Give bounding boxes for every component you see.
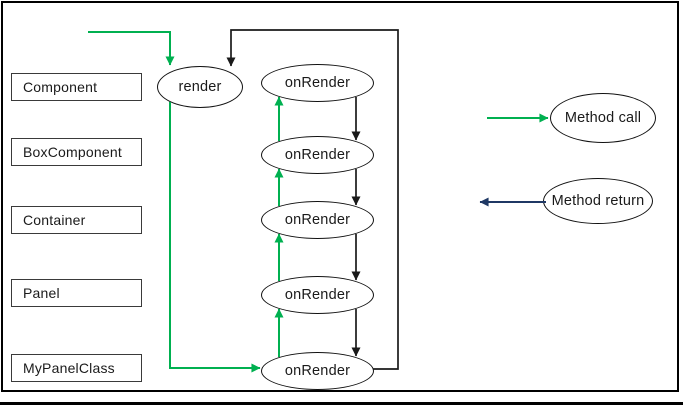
legend-label: Method call [564,110,642,126]
node-onrender-boxcomponent: onRender [261,136,374,174]
node-label: render [178,79,222,95]
class-box-label: Component [23,79,98,95]
node-onrender-container: onRender [261,201,374,239]
legend-label: Method return [551,193,645,209]
legend-method-call-node: Method call [550,93,656,143]
class-box-label: Container [23,212,86,228]
node-onrender-mypanelclass: onRender [261,352,374,390]
class-box-panel: Panel [11,279,142,307]
class-box-container: Container [11,206,142,234]
node-label: onRender [284,147,351,163]
return-arrow-onrender5-to-render [226,29,399,370]
call-arrow-into-render [88,31,175,66]
node-label: onRender [284,363,351,379]
class-box-label: MyPanelClass [23,360,115,376]
class-box-component: Component [11,73,142,101]
node-onrender-component: onRender [261,64,374,102]
legend-method-return-node: Method return [543,178,653,224]
diagram-border [1,1,679,392]
call-arrow-render-to-onrender5 [169,102,261,373]
node-label: onRender [284,75,351,91]
screenshot-bottom-edge [0,402,683,405]
class-box-boxcomponent: BoxComponent [11,138,142,166]
class-box-label: BoxComponent [23,144,122,160]
node-label: onRender [284,212,351,228]
node-label: onRender [284,287,351,303]
node-onrender-panel: onRender [261,276,374,314]
class-box-label: Panel [23,285,60,301]
class-box-mypanelclass: MyPanelClass [11,354,142,382]
node-render: render [157,66,243,108]
